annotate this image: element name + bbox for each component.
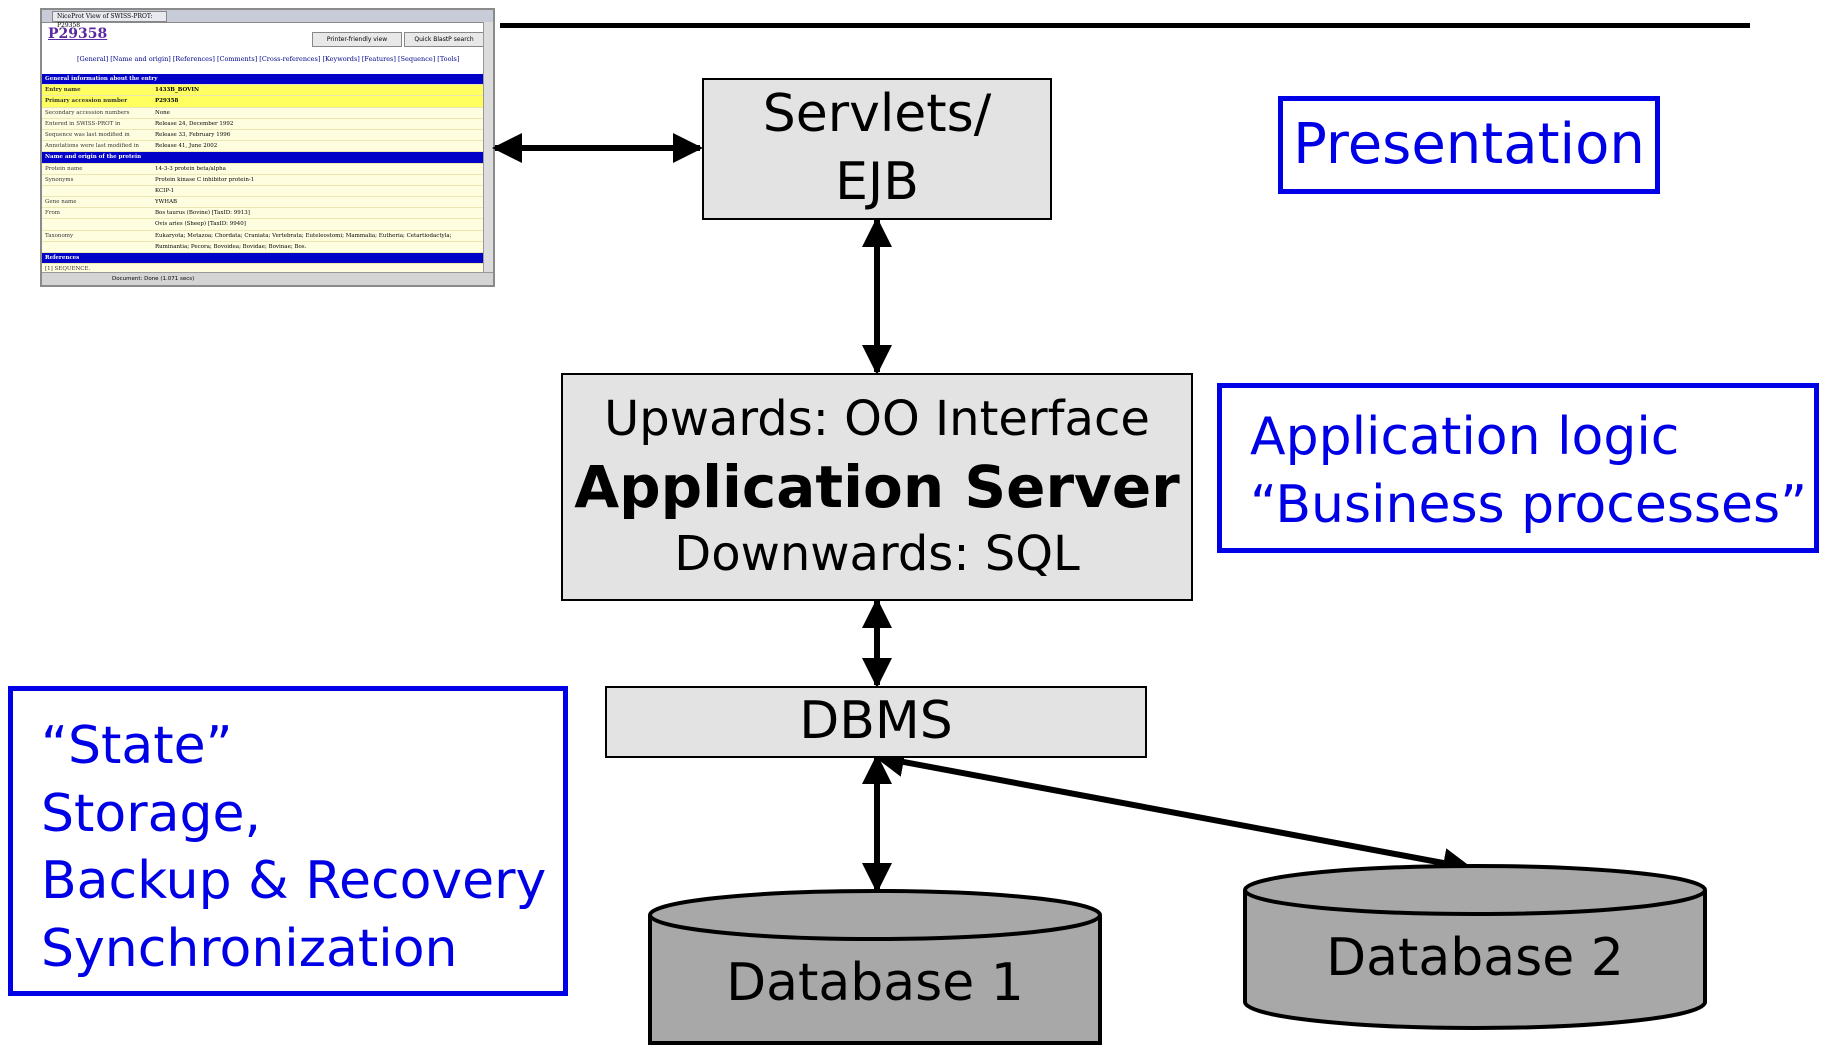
- thumbnail-row-value: Release 33, February 1996: [155, 131, 231, 138]
- thumbnail-accession: P29358: [48, 26, 108, 42]
- synchronization-label: Synchronization: [41, 918, 458, 979]
- thumbnail-row-key: Sequence was last modified in: [45, 131, 130, 138]
- database-2-cylinder: [1243, 864, 1707, 1030]
- business-processes-label: “Business processes”: [1250, 474, 1808, 535]
- thumbnail-table-row: Sequence was last modified in Release 33,…: [42, 129, 487, 142]
- header-rule: [500, 23, 1750, 28]
- thumbnail-row-value: YWHAB: [155, 199, 178, 206]
- servlets-label: Servlets/: [762, 84, 992, 145]
- thumbnail-row-value: 14-3-3 protein beta/alpha: [155, 165, 226, 172]
- thumbnail-table-row: Entry name 1433B_BOVIN: [42, 85, 487, 97]
- ejb-label: EJB: [835, 152, 919, 212]
- database-1-label: Database 1: [726, 953, 1024, 1013]
- thumbnail-row-key: Synonyms: [45, 176, 74, 183]
- thumbnail-row-value: Bos taurus (Bovine) [TaxID: 9913]: [155, 210, 250, 217]
- thumbnail-titlebar: NiceProt View of SWISS-PROT: P29358: [42, 10, 493, 29]
- upwards-label: Upwards: OO Interface: [604, 391, 1150, 448]
- thumbnail-table-row: Entered in SWISS-PROT in Release 24, Dece…: [42, 118, 487, 130]
- thumbnail-row-value: 1433B_BOVIN: [155, 87, 200, 94]
- thumbnail-table-row: KCIP-1: [42, 185, 487, 198]
- thumbnail-row-value: Eukaryota; Metazoa; Chordata; Craniata; …: [155, 232, 452, 239]
- state-storage-label-box: “State” Storage, Backup & Recovery Synch…: [8, 686, 568, 996]
- thumbnail-table-row: From Bos taurus (Bovine) [TaxID: 9913]: [42, 208, 487, 220]
- thumbnail-table-row: Synonyms Protein kinase C inhibitor prote…: [42, 174, 487, 186]
- thumbnail-row-value: None: [155, 109, 170, 116]
- application-server-box: Upwards: OO Interface Application Server…: [561, 373, 1193, 601]
- thumbnail-row-value: Release 24, December 1992: [155, 120, 234, 127]
- thumbnail-table-row: Ovis aries (Sheep) [TaxID: 9940]: [42, 219, 487, 231]
- thumbnail-table-row: Protein name 14-3-3 protein beta/alpha: [42, 163, 487, 175]
- thumbnail-row-key: Primary accession number: [45, 98, 128, 105]
- thumbnail-row-key: References: [45, 255, 80, 261]
- thumbnail-tab: NiceProt View of SWISS-PROT: P29358: [52, 10, 167, 29]
- thumbnail-scrollbar: [483, 22, 493, 273]
- database-2-label: Database 2: [1326, 928, 1624, 988]
- thumbnail-row-key: Name and origin of the protein: [45, 154, 142, 161]
- thumbnail-section-header: References: [42, 253, 487, 265]
- thumbnail-table-row: Primary accession number P29358: [42, 96, 487, 108]
- thumbnail-statusbar: Document: Done (1.071 secs): [42, 272, 493, 285]
- presentation-label: Presentation: [1293, 111, 1645, 177]
- database-1-cylinder: [648, 889, 1102, 1045]
- state-label: “State”: [41, 716, 233, 776]
- thumbnail-row-key: From: [45, 210, 60, 217]
- thumbnail-row-key: Annotations were last modified in: [45, 143, 139, 150]
- dbms-label: DBMS: [799, 691, 953, 752]
- arrow-dbms-db2: [874, 747, 1473, 878]
- thumbnail-row-value: KCIP-1: [155, 187, 175, 194]
- thumbnail-printer-button: Printer-friendly view: [312, 32, 402, 47]
- thumbnail-section-header: Name and origin of the protein: [42, 152, 487, 164]
- application-server-title: Application Server: [574, 452, 1180, 521]
- dbms-box: DBMS: [605, 686, 1147, 758]
- thumbnail-row-key: Entry name: [45, 87, 81, 94]
- browser-screenshot-thumbnail: NiceProt View of SWISS-PROT: P29358 P293…: [40, 8, 495, 287]
- thumbnail-table-row: Taxonomy Eukaryota; Metazoa; Chordata; Cr…: [42, 230, 487, 242]
- thumbnail-table-row: Annotations were last modified in Release…: [42, 141, 487, 153]
- thumbnail-table-row: Secondary accession numbers None: [42, 107, 487, 119]
- backup-recovery-label: Backup & Recovery: [41, 851, 547, 912]
- thumbnail-row-key: General information about the entry: [45, 76, 158, 82]
- thumbnail-row-key: Secondary accession numbers: [45, 109, 130, 116]
- thumbnail-row-key: Entered in SWISS-PROT in: [45, 120, 121, 127]
- thumbnail-row-key: Taxonomy: [45, 232, 74, 239]
- thumbnail-row-key: Gene name: [45, 199, 77, 206]
- servlets-ejb-box: Servlets/ EJB: [702, 78, 1052, 220]
- thumbnail-table-row: Ruminantia; Pecora; Bovoidea; Bovidae; B…: [42, 241, 487, 253]
- thumbnail-row-value: Ovis aries (Sheep) [TaxID: 9940]: [155, 221, 246, 228]
- thumbnail-row-key: [1] SEQUENCE.: [45, 266, 91, 273]
- thumbnail-table-row: Gene name YWHAB: [42, 197, 487, 209]
- thumbnail-row-value: Ruminantia; Pecora; Bovoidea; Bovidae; B…: [155, 243, 307, 250]
- downwards-label: Downwards: SQL: [674, 526, 1080, 583]
- thumbnail-row-value: P29358: [155, 98, 179, 105]
- application-logic-label: Application logic: [1250, 407, 1680, 467]
- presentation-label-box: Presentation: [1278, 96, 1660, 194]
- thumbnail-row-value: Protein kinase C inhibitor protein-1: [155, 176, 255, 183]
- thumbnail-section-header: General information about the entry: [42, 74, 487, 86]
- thumbnail-nav: [General] [Name and origin] [References]…: [77, 55, 460, 63]
- storage-label: Storage,: [41, 783, 261, 844]
- thumbnail-row-key: Protein name: [45, 165, 83, 172]
- thumbnail-row-value: Release 41, June 2002: [155, 143, 218, 150]
- application-logic-label-box: Application logic “Business processes”: [1217, 383, 1819, 553]
